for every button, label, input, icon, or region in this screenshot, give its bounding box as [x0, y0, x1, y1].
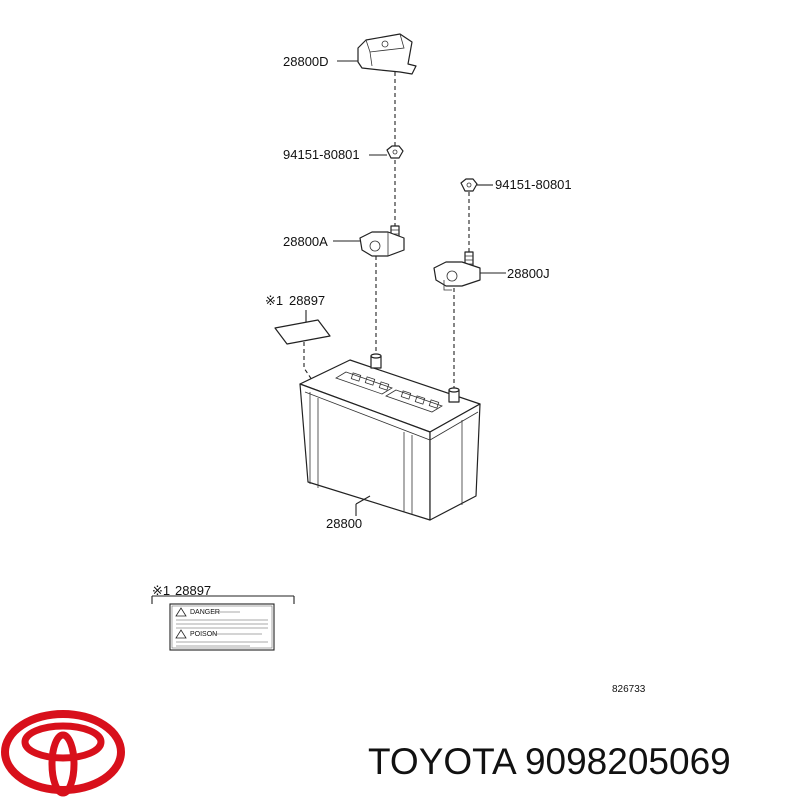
caution-poison-text: POISON [190, 631, 217, 638]
caution-label-detail: DANGER POISON [169, 603, 275, 651]
label-warning-mark-bottom: ※1 [152, 583, 170, 598]
terminal-clamp-positive [433, 251, 481, 291]
label-nut-right: 94151-80801 [495, 177, 572, 192]
brand-part-number: TOYOTA 9098205069 [368, 741, 731, 782]
battery [299, 353, 481, 521]
caution-danger-text: DANGER [190, 609, 220, 616]
label-warning-mark-top: ※1 [265, 293, 283, 308]
label-clamp-negative: 28800A [283, 234, 328, 249]
nut-left [386, 145, 404, 159]
label-warning-sticker-bottom: 28897 [175, 583, 211, 598]
label-battery: 28800 [326, 516, 362, 531]
terminal-cover [357, 33, 417, 75]
label-cover: 28800D [283, 54, 329, 69]
nut-right [460, 178, 478, 192]
toyota-logo [1, 710, 125, 797]
warning-sticker-part [274, 319, 331, 345]
terminal-clamp-negative [359, 225, 405, 257]
label-nut-left: 94151-80801 [283, 147, 360, 162]
label-clamp-positive: 28800J [507, 266, 550, 281]
diagram-reference-number: 826733 [612, 684, 646, 695]
label-warning-sticker-top: 28897 [289, 293, 325, 308]
